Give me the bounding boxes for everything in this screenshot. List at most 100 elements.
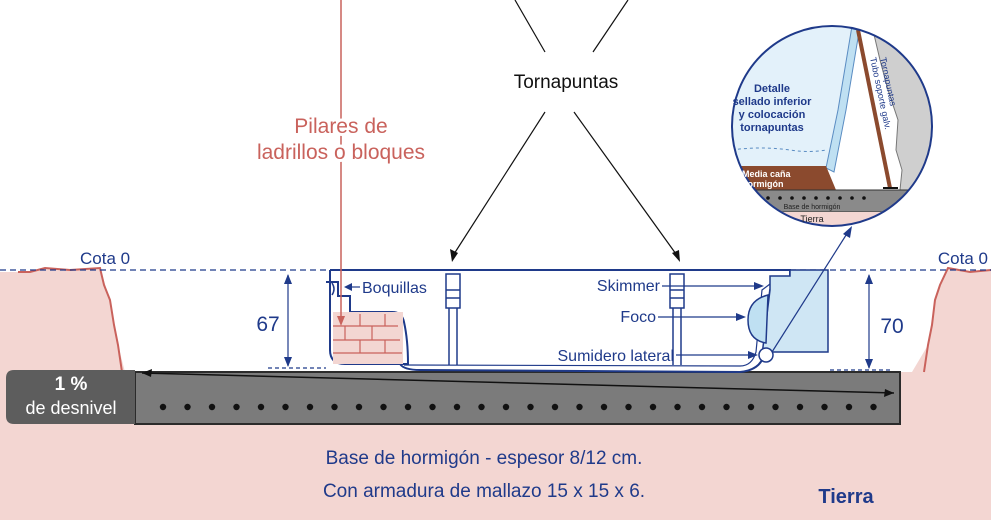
tornapuntas-arrowhead-right xyxy=(672,250,680,262)
rebar-dots xyxy=(159,403,877,411)
depth-left-arrow-bottom xyxy=(284,357,292,367)
rebar-dot xyxy=(159,403,167,411)
rebar-dot xyxy=(796,403,804,411)
rebar-dot xyxy=(306,403,314,411)
brick-pillar xyxy=(333,312,403,364)
earth-edge-right xyxy=(923,266,991,373)
detail-rebar-dot xyxy=(766,196,770,200)
depth-left-label: 67 xyxy=(256,313,279,336)
rebar-dot xyxy=(502,403,510,411)
depth-left-dimension xyxy=(268,275,326,369)
depth-right-arrow-top xyxy=(865,274,873,284)
rebar-dot xyxy=(380,403,387,411)
detail-title-1: Detalle xyxy=(754,83,790,95)
concrete-base xyxy=(134,371,901,425)
pool-floor xyxy=(330,269,801,277)
tube-left xyxy=(445,273,461,365)
rebar-dot xyxy=(453,403,461,411)
detail-rebar-dot xyxy=(826,196,830,200)
earth-fill xyxy=(0,268,991,520)
rebar-dot xyxy=(772,403,779,411)
tornapuntas-label: Tornapuntas xyxy=(514,72,619,93)
tornapuntas-line-top-right xyxy=(592,0,629,53)
foco-label: Foco xyxy=(620,309,656,326)
boquillas-arrow xyxy=(344,283,352,291)
rebar-dot xyxy=(233,403,240,411)
boquillas-label: Boquillas xyxy=(362,280,427,297)
tornapuntas-arrow-right xyxy=(573,111,677,255)
foco-shape xyxy=(747,294,769,344)
cota-left-label: Cota 0 xyxy=(80,249,130,268)
detail-rebar-dot xyxy=(814,196,818,200)
detail-rebar-dots xyxy=(766,196,866,200)
skimmer-arrowhead xyxy=(754,282,764,290)
detail-media-label-1: Media caña xyxy=(742,169,792,179)
detail-rebar-dot xyxy=(850,196,854,200)
rebar-dot xyxy=(331,403,338,411)
rebar-dot xyxy=(649,403,657,411)
slope-badge xyxy=(6,370,135,424)
rebar-dot xyxy=(527,403,534,411)
rebar-dot xyxy=(551,403,559,411)
depth-right-label: 70 xyxy=(880,315,903,338)
rebar-dot xyxy=(355,403,363,411)
rebar-dot xyxy=(845,403,853,411)
tornapuntas-line-top-left xyxy=(514,0,546,53)
rebar-dot xyxy=(184,403,191,411)
depth-right-dimension xyxy=(830,275,890,371)
pilares-label-line2: ladrillos o bloques xyxy=(257,141,425,164)
detail-rebar-dot xyxy=(778,196,782,200)
detail-rebar-dot xyxy=(862,196,866,200)
slope-arrow xyxy=(141,372,895,394)
depth-right-arrow-bottom xyxy=(865,359,873,369)
rebar-dot xyxy=(429,403,436,411)
detail-title-3: y colocación xyxy=(739,109,806,121)
foco-arrowhead xyxy=(736,313,746,321)
detail-base-label: Base de hormigón xyxy=(784,204,841,211)
rebar-dot xyxy=(257,403,265,411)
slope-text: de desnivel xyxy=(25,398,116,418)
sumidero-circle xyxy=(758,347,774,363)
rebar-dot xyxy=(625,403,632,411)
rebar-dot xyxy=(723,403,730,411)
detail-circle-border xyxy=(731,25,933,227)
rebar-dot xyxy=(600,403,608,411)
tornapuntas-arrow-left xyxy=(453,111,546,255)
pool-floor-bottom2 xyxy=(403,277,779,367)
sumidero-arrowhead xyxy=(748,351,758,359)
detail-media-label-2: hormigón xyxy=(742,179,784,189)
tornapuntas-arrowhead-left xyxy=(450,249,458,262)
slope-arrowhead-right xyxy=(884,389,894,397)
base-text-line1: Base de hormigón - espesor 8/12 cm. xyxy=(326,448,643,469)
rebar-dot xyxy=(698,403,706,411)
slope-percent: 1 % xyxy=(55,374,88,395)
rebar-dot xyxy=(282,403,289,411)
pilares-label-line1: Pilares de xyxy=(294,115,387,138)
detail-rebar-dot xyxy=(790,196,794,200)
earth-edge-left xyxy=(18,266,123,373)
detail-title-2: sellado inferior xyxy=(733,96,813,108)
rebar-dot xyxy=(404,403,412,411)
tierra-label: Tierra xyxy=(818,486,874,508)
detail-tierra-label: Tierra xyxy=(800,214,823,224)
sumidero-label: Sumidero lateral xyxy=(558,348,675,365)
rebar-dot xyxy=(576,403,583,411)
detail-callout-line xyxy=(771,231,849,353)
cota-right-label: Cota 0 xyxy=(938,249,988,268)
detail-rebar-dot xyxy=(802,196,806,200)
detail-rebar-dot xyxy=(838,196,842,200)
detail-callout-arrowhead xyxy=(843,226,852,238)
slope-arrowhead-left xyxy=(142,369,152,377)
skimmer-label: Skimmer xyxy=(597,278,661,295)
rebar-dot xyxy=(478,403,485,411)
brick-lines xyxy=(333,314,402,354)
depth-left-arrow-top xyxy=(284,274,292,284)
rebar-dot xyxy=(208,403,216,411)
rebar-dot xyxy=(821,403,828,411)
detail-title-4: tornapuntas xyxy=(740,122,804,134)
base-text-line2: Con armadura de mallazo 15 x 15 x 6. xyxy=(323,481,645,502)
rebar-dot xyxy=(870,403,877,411)
boquilla-shape xyxy=(331,282,335,296)
